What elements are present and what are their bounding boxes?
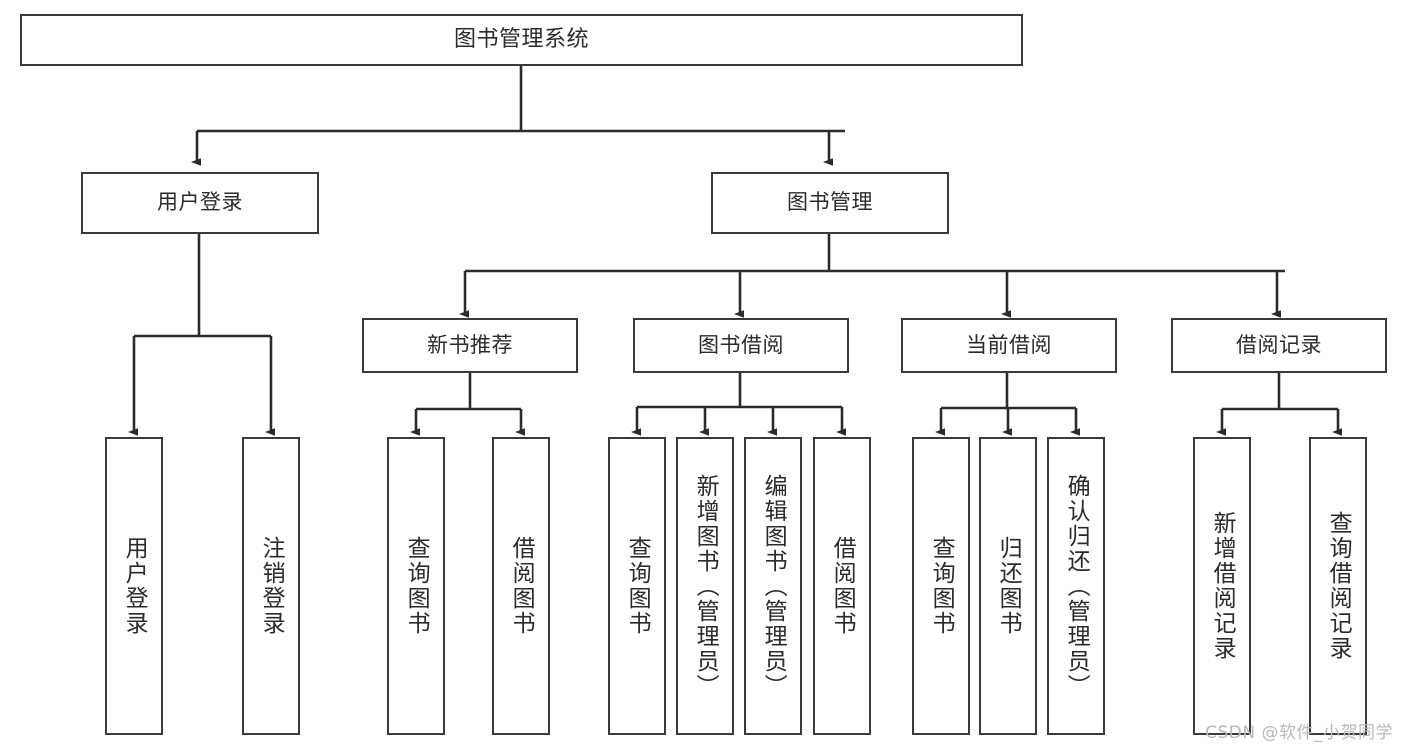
node-leaf-query-record[interactable]: 查询借阅记录 — [1309, 437, 1367, 735]
node-leaf-query-book-2[interactable]: 查询图书 — [608, 437, 666, 735]
node-borrow-record-label: 借阅记录 — [1236, 332, 1322, 357]
watermark-text: CSDN @软件_小贺同学 — [1205, 723, 1393, 743]
node-leaf-borrow-book-2[interactable]: 借阅图书 — [813, 437, 871, 735]
node-root[interactable]: 图书管理系统 — [20, 14, 1023, 66]
node-root-label: 图书管理系统 — [453, 26, 589, 52]
node-leaf-borrow-book-1-label: 借阅图书 — [508, 536, 535, 636]
node-borrow-record[interactable]: 借阅记录 — [1171, 318, 1387, 373]
node-leaf-query-book-2-label: 查询图书 — [624, 536, 651, 636]
node-leaf-query-book-3-label: 查询图书 — [928, 536, 955, 636]
node-leaf-query-book-1[interactable]: 查询图书 — [387, 437, 445, 735]
node-current-borrow-label: 当前借阅 — [966, 332, 1052, 357]
node-leaf-query-record-label: 查询借阅记录 — [1325, 511, 1352, 661]
node-leaf-user-logout[interactable]: 注销登录 — [242, 437, 300, 735]
node-leaf-add-record[interactable]: 新增借阅记录 — [1193, 437, 1251, 735]
node-book-borrow[interactable]: 图书借阅 — [633, 318, 849, 373]
node-leaf-return-book[interactable]: 归还图书 — [979, 437, 1037, 735]
node-leaf-user-login-label: 用户登录 — [121, 536, 148, 636]
node-leaf-return-book-label: 归还图书 — [995, 536, 1022, 636]
node-user-login-label: 用户登录 — [157, 190, 243, 215]
node-leaf-edit-book[interactable]: 编辑图书（管理员） — [744, 437, 802, 735]
node-current-borrow[interactable]: 当前借阅 — [901, 318, 1117, 373]
node-leaf-confirm-return[interactable]: 确认归还（管理员） — [1047, 437, 1105, 735]
node-new-book-recommend[interactable]: 新书推荐 — [362, 318, 578, 373]
node-leaf-query-book-1-label: 查询图书 — [403, 536, 430, 636]
node-leaf-confirm-return-label: 确认归还（管理员） — [1063, 473, 1090, 699]
node-leaf-add-book-label: 新增图书（管理员） — [692, 473, 719, 699]
node-book-manage[interactable]: 图书管理 — [711, 172, 949, 234]
node-book-borrow-label: 图书借阅 — [698, 332, 784, 357]
node-leaf-user-login[interactable]: 用户登录 — [105, 437, 163, 735]
node-user-login[interactable]: 用户登录 — [81, 172, 319, 234]
node-leaf-add-book[interactable]: 新增图书（管理员） — [676, 437, 734, 735]
node-leaf-borrow-book-2-label: 借阅图书 — [829, 536, 856, 636]
node-leaf-add-record-label: 新增借阅记录 — [1209, 511, 1236, 661]
node-book-manage-label: 图书管理 — [787, 190, 873, 215]
node-leaf-edit-book-label: 编辑图书（管理员） — [760, 473, 787, 699]
node-leaf-borrow-book-1[interactable]: 借阅图书 — [492, 437, 550, 735]
node-new-book-recommend-label: 新书推荐 — [427, 332, 513, 357]
node-leaf-user-logout-label: 注销登录 — [258, 536, 285, 636]
node-leaf-query-book-3[interactable]: 查询图书 — [912, 437, 970, 735]
